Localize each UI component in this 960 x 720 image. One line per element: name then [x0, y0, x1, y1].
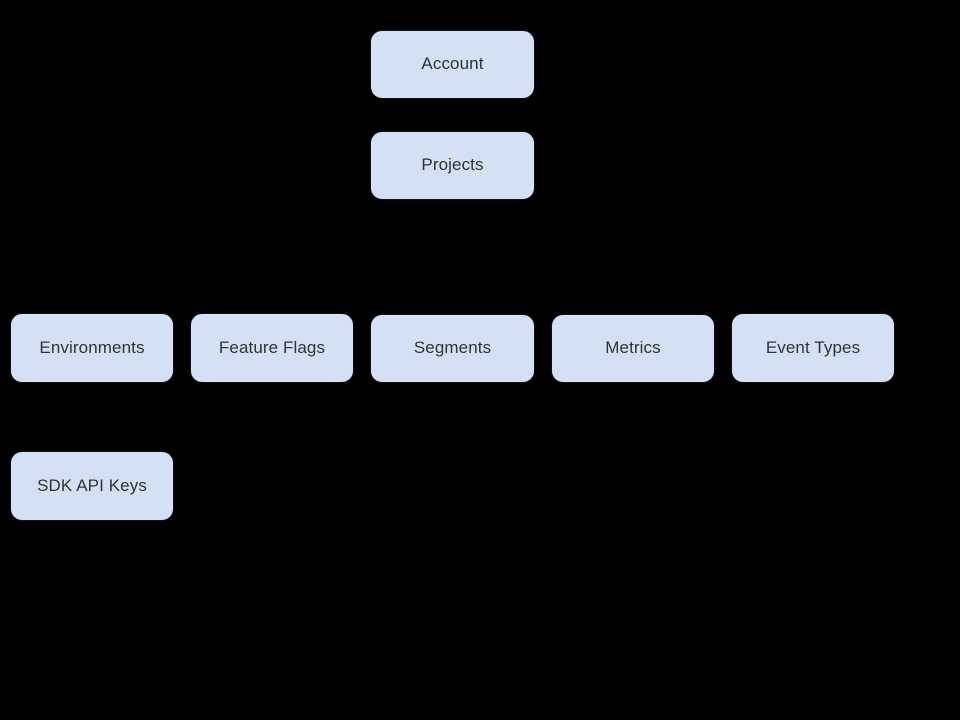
- node-account[interactable]: Account: [370, 30, 535, 99]
- node-sdk-api-keys-label: SDK API Keys: [37, 475, 147, 495]
- node-sdk-api-keys[interactable]: SDK API Keys: [10, 451, 174, 521]
- node-feature-flags-label: Feature Flags: [218, 337, 326, 357]
- node-projects[interactable]: Projects: [370, 131, 535, 200]
- node-segments[interactable]: Segments: [370, 314, 535, 383]
- node-event-types-label: Event Types: [765, 337, 861, 357]
- node-projects-label: Projects: [421, 155, 484, 175]
- node-metrics-label: Metrics: [605, 338, 661, 358]
- node-environments[interactable]: Environments: [10, 313, 174, 383]
- node-feature-flags[interactable]: Feature Flags: [190, 313, 354, 383]
- node-account-label: Account: [421, 54, 484, 74]
- node-event-types[interactable]: Event Types: [731, 313, 895, 383]
- node-environments-label: Environments: [39, 337, 145, 357]
- node-segments-label: Segments: [413, 338, 492, 358]
- node-metrics[interactable]: Metrics: [551, 314, 715, 383]
